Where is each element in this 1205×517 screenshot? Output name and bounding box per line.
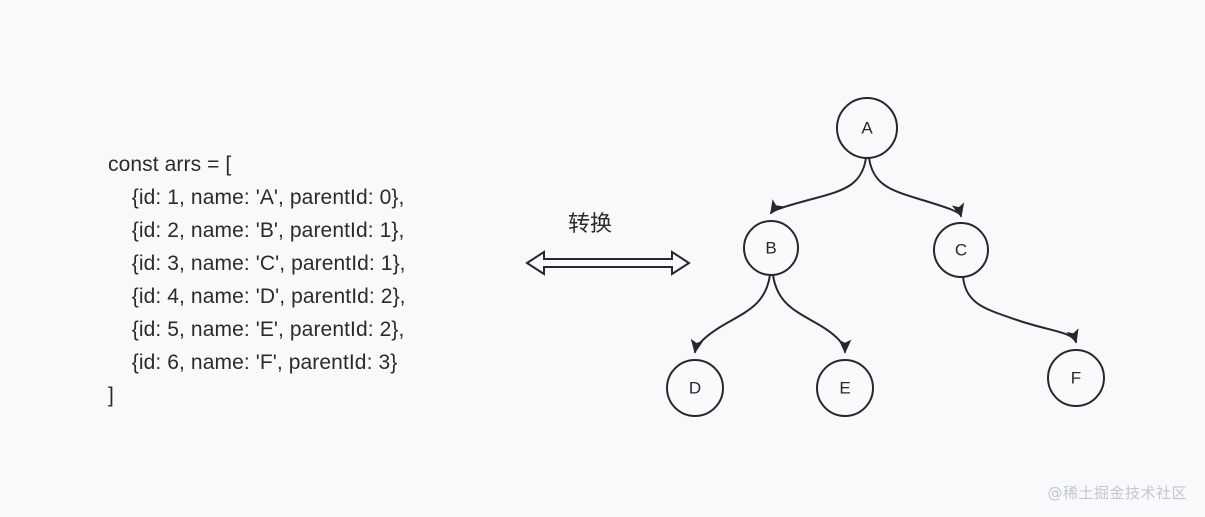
tree-node-d[interactable]: D <box>666 359 724 417</box>
node-label: F <box>1071 369 1081 388</box>
node-circle[interactable] <box>666 359 724 417</box>
code-line: {id: 1, name: 'A', parentId: 0}, <box>108 186 405 209</box>
code-listing: const arrs = [ {id: 1, name: 'A', parent… <box>108 148 518 412</box>
node-circle[interactable] <box>1047 349 1105 407</box>
code-line: ] <box>108 384 114 407</box>
tree-node-f[interactable]: F <box>1047 349 1105 407</box>
node-label: D <box>689 379 701 398</box>
node-label: E <box>839 379 850 398</box>
conversion-indicator: 转换 <box>520 210 696 288</box>
code-line: {id: 4, name: 'D', parentId: 2}, <box>108 285 406 308</box>
node-circle[interactable] <box>816 359 874 417</box>
tree-node-b[interactable]: B <box>743 220 799 276</box>
watermark: @稀土掘金技术社区 <box>1047 484 1187 502</box>
edge-a-c <box>868 157 965 218</box>
node-label: A <box>861 119 873 138</box>
edge-b-e <box>772 274 852 354</box>
tree-node-e[interactable]: E <box>816 359 874 417</box>
node-circle[interactable] <box>743 220 799 276</box>
tree-edges <box>690 157 1079 354</box>
node-circle[interactable] <box>836 97 898 159</box>
code-line: {id: 6, name: 'F', parentId: 3} <box>108 351 398 374</box>
edge-c-f <box>962 276 1079 344</box>
code-line: {id: 3, name: 'C', parentId: 1}, <box>108 252 406 275</box>
bidirectional-arrow-icon <box>525 250 691 276</box>
tree-node-c[interactable]: C <box>933 222 989 278</box>
code-line: {id: 5, name: 'E', parentId: 2}, <box>108 318 405 341</box>
node-label: B <box>765 239 776 258</box>
node-label: C <box>955 241 967 260</box>
node-circle[interactable] <box>933 222 989 278</box>
edge-b-d <box>690 274 771 354</box>
edge-a-b <box>770 157 867 215</box>
tree-node-a[interactable]: A <box>836 97 898 159</box>
tree-graph: A B C D E F <box>666 97 1105 417</box>
code-line: {id: 2, name: 'B', parentId: 1}, <box>108 219 405 242</box>
conversion-label: 转换 <box>568 212 613 237</box>
code-line: const arrs = [ <box>108 153 232 176</box>
